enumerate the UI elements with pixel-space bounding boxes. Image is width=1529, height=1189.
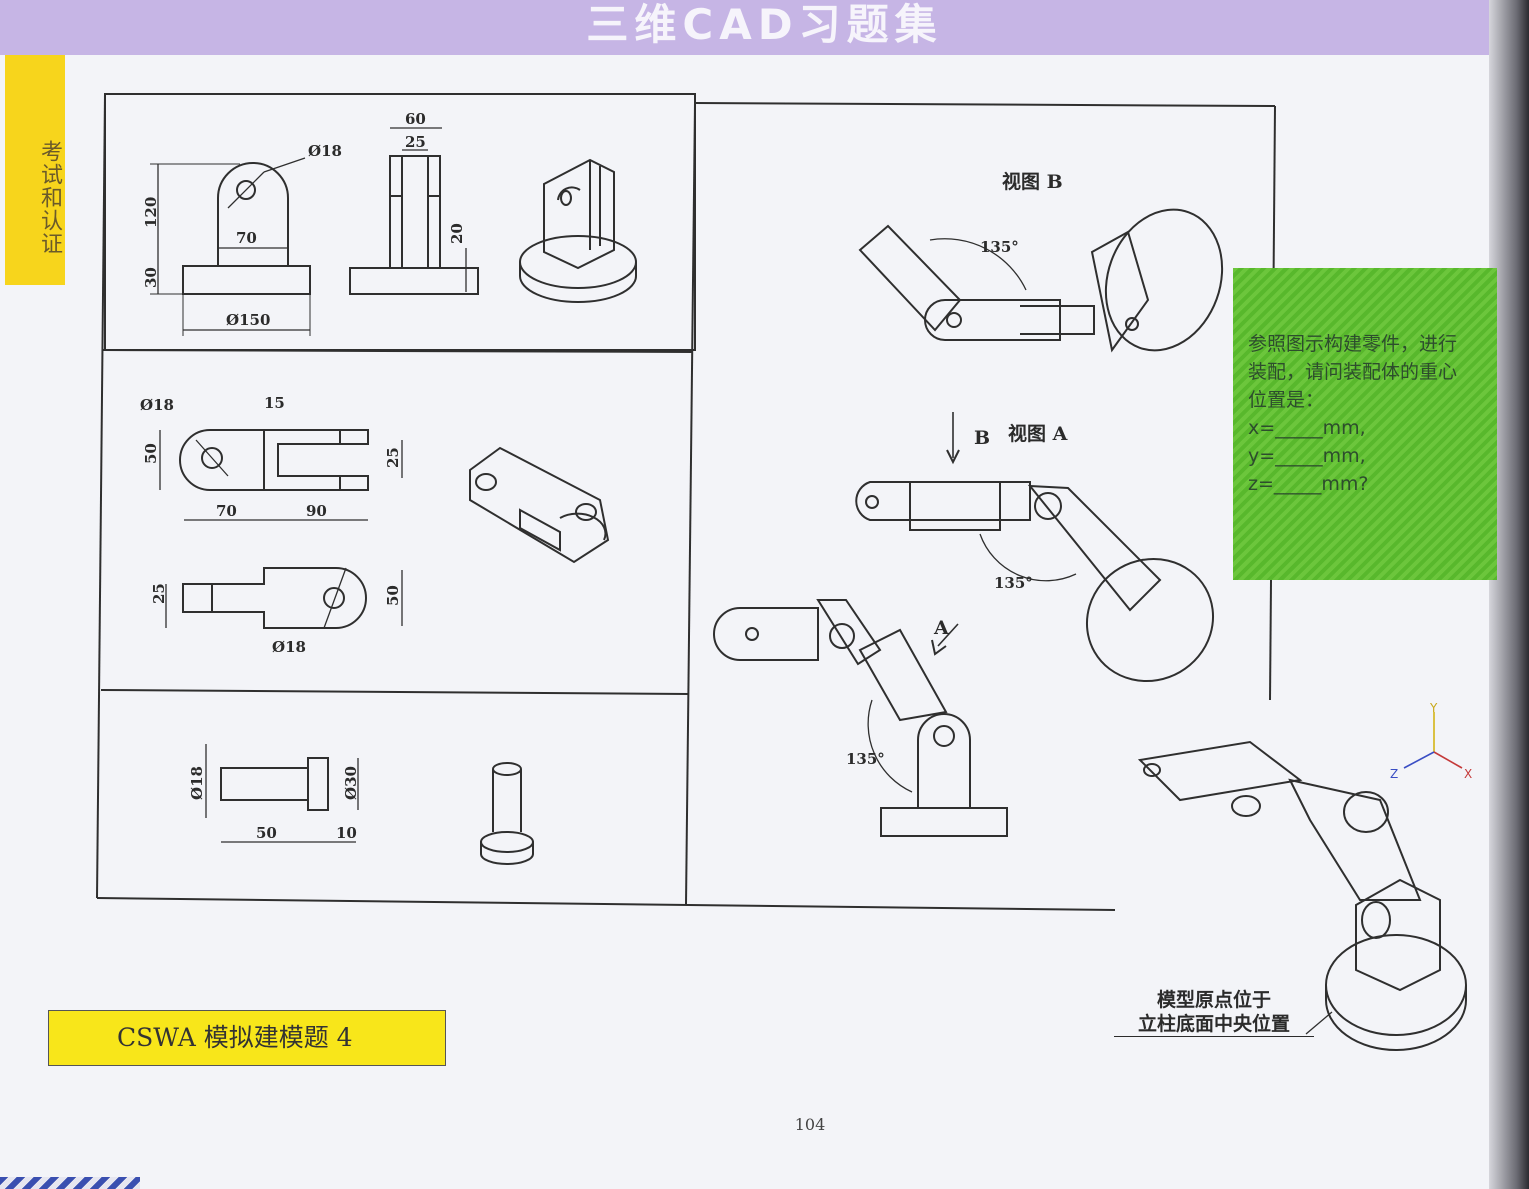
dim-link-bottom-height: 50	[384, 585, 402, 606]
dim-link-slot: 15	[264, 394, 285, 412]
link-iso-view	[469, 446, 610, 564]
base-part-panel	[104, 93, 696, 351]
dim-pin-length: 50	[256, 824, 277, 842]
axis-x-label: X	[1464, 767, 1472, 781]
dim-pin-shank: Ø18	[188, 766, 206, 800]
origin-note-line-2: 立柱底面中央位置	[1114, 1012, 1314, 1037]
question-line-2: 装配，请问装配体的重心	[1248, 361, 1458, 383]
dim-base-height: 30	[142, 267, 160, 288]
question-text: 参照图示构建零件，进行 装配，请问装配体的重心 位置是： x=_____mm, …	[1248, 330, 1493, 498]
arrow-b-label: B	[974, 427, 990, 449]
question-line-1: 参照图示构建零件，进行	[1248, 333, 1458, 355]
header-band	[0, 0, 1529, 55]
exercise-caption: CSWA 模拟建模题 4	[48, 1010, 446, 1066]
assembly-front-view	[713, 599, 1008, 837]
pin-front-view	[205, 744, 359, 843]
dim-upright-width: 70	[236, 229, 257, 247]
view-b-title: 视图 B	[1002, 170, 1063, 193]
dim-top-width: 60	[405, 110, 426, 128]
arrow-a-label: A	[933, 617, 949, 639]
dim-link-height: 50	[142, 443, 160, 464]
dim-tang-width: 25	[150, 583, 168, 604]
book-title: 三维CAD习题集	[586, 0, 943, 49]
axis-z-label: Z	[1390, 767, 1398, 781]
axis-y-label: Y	[1429, 701, 1438, 715]
dim-hole-diameter: Ø18	[308, 142, 342, 160]
origin-note-line-1: 模型原点位于	[1156, 989, 1271, 1011]
angle-label-front: 135°	[846, 750, 885, 768]
dim-slot-depth: 20	[448, 223, 466, 244]
dim-head-length: 10	[336, 824, 357, 842]
dim-base-diameter: Ø150	[226, 311, 270, 329]
assembly-view-a	[855, 412, 1215, 683]
book-spine-edge	[1489, 0, 1529, 1189]
dim-link-hole: Ø18	[140, 396, 174, 414]
question-box	[1233, 268, 1497, 580]
base-side-view	[349, 127, 479, 295]
assembly-iso-view	[1137, 740, 1467, 1051]
bottom-decor-strip	[0, 1177, 140, 1189]
dim-link-hole-bottom: Ø18	[272, 638, 306, 656]
view-a-title: 视图 A	[1008, 422, 1068, 445]
dim-link-len-b: 90	[306, 502, 327, 520]
pin-iso-view	[480, 762, 534, 865]
link-top-view	[159, 429, 403, 521]
axis-triad	[1403, 712, 1463, 769]
dim-clevis-gap: 25	[384, 447, 402, 468]
answer-y: y=_____mm,	[1248, 445, 1366, 467]
dim-pin-head: Ø30	[342, 766, 360, 800]
answer-z: z=_____mm?	[1248, 473, 1369, 495]
assembly-view-b	[858, 208, 1224, 353]
chapter-tab: 考试和认证	[5, 55, 65, 285]
question-line-3: 位置是：	[1248, 389, 1325, 411]
angle-label-b: 135°	[980, 238, 1019, 256]
dim-slot-width: 25	[405, 133, 426, 151]
page-number: 104	[794, 1115, 826, 1134]
answer-x: x=_____mm,	[1248, 417, 1366, 439]
dim-upright-height: 120	[142, 197, 160, 228]
angle-label-a: 135°	[994, 574, 1033, 592]
base-iso-view	[519, 158, 637, 303]
base-front-view	[150, 157, 311, 336]
origin-note: 模型原点位于 立柱底面中央位置	[1114, 988, 1314, 1037]
link-bottom-view	[165, 567, 403, 629]
dim-link-len-a: 70	[216, 502, 237, 520]
